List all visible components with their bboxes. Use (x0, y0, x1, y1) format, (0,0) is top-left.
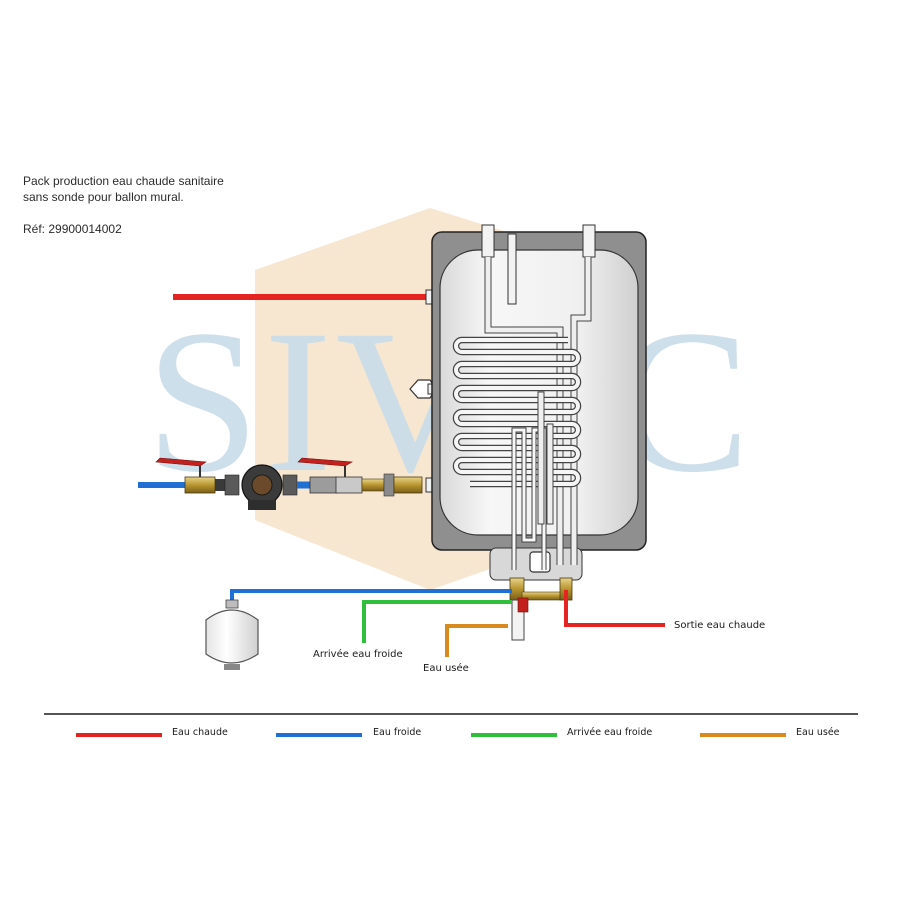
legend-label-arrivee-eau-froide: Arrivée eau froide (567, 727, 652, 738)
label-sortie-eau-chaude: Sortie eau chaude (674, 620, 765, 631)
reference-number: Réf: 29900014002 (23, 222, 122, 236)
tank-base-cap (529, 551, 551, 573)
cold-supply-pipe (362, 600, 512, 643)
label-arrivee-eau-froide: Arrivée eau froide (313, 648, 403, 660)
title-line-1: Pack production eau chaude sanitaire (23, 174, 224, 188)
legend-label-eau-froide: Eau froide (373, 727, 421, 738)
waste-water-pipe (445, 624, 508, 657)
legend-label-eau-usee: Eau usée (796, 727, 840, 738)
title-line-2: sans sonde pour ballon mural. (23, 190, 184, 204)
title-block: Pack production eau chaude sanitaire san… (23, 173, 224, 237)
label-eau-usee: Eau usée (423, 662, 469, 674)
hot-water-outlet-pipe (564, 590, 665, 627)
bottom-connections (509, 577, 573, 641)
thermostat-rod (537, 391, 545, 525)
water-heater-tank (431, 224, 647, 581)
legend-label-eau-chaude: Eau chaude (172, 727, 228, 738)
pump-valve-assembly (155, 457, 441, 510)
expansion-vessel (205, 599, 259, 670)
legend: Eau chaude Eau froide Arrivée eau froide… (76, 727, 840, 738)
